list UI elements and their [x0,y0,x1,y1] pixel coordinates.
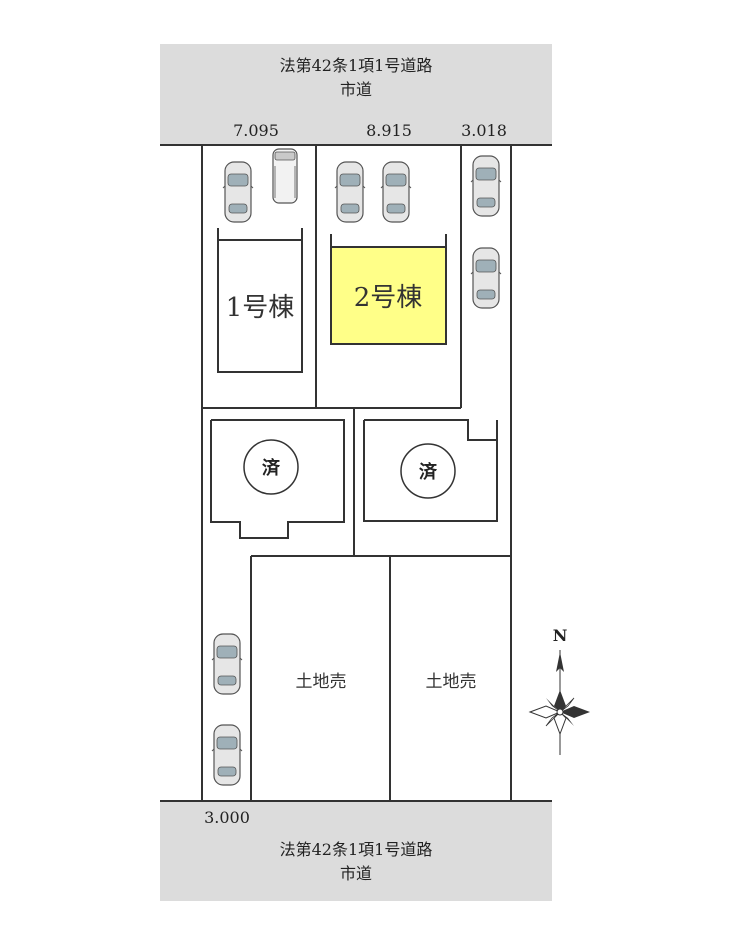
land-right-label: 土地売 [426,672,477,692]
compass-north-label: N [553,626,568,645]
site-boundaries [201,145,512,800]
south-road-name: 市道 [340,864,372,883]
parking-car [470,155,502,217]
north-road: 法第42条1項1号道路 市道 [160,44,552,144]
parking-car [222,161,254,223]
dim-lot1-frontage: 7.095 [233,121,279,140]
sold-mark-icon [243,439,299,495]
land-left-label: 土地売 [296,672,347,692]
compass-rose-icon: N [528,626,590,755]
lot2-house: 2号棟 [330,234,447,345]
north-road-name: 市道 [340,80,372,99]
south-road-type: 法第42条1項1号道路 [280,840,433,859]
sold-lot-right: 済 [363,419,498,522]
parking-car [380,161,412,223]
sold-lot-left: 済 [210,419,345,539]
north-road-type: 法第42条1項1号道路 [280,56,433,75]
south-road: 法第42条1項1号道路 市道 [160,802,552,901]
parking-car [272,148,298,204]
dim-passage-south: 3.000 [204,808,250,827]
lot1-house: 1号棟 [217,228,303,373]
dim-lot2-frontage: 8.915 [366,121,412,140]
parking-car [334,161,366,223]
lot2-label: 2号棟 [354,283,423,313]
lot1-label: 1号棟 [226,293,295,323]
sold-left-label: 済 [262,457,281,479]
parking-car [211,633,243,695]
dim-passage-north: 3.018 [461,121,507,140]
parking-car [470,247,502,309]
sold-mark-icon [400,443,456,499]
parking-car [211,724,243,786]
sold-right-label: 済 [419,461,438,483]
